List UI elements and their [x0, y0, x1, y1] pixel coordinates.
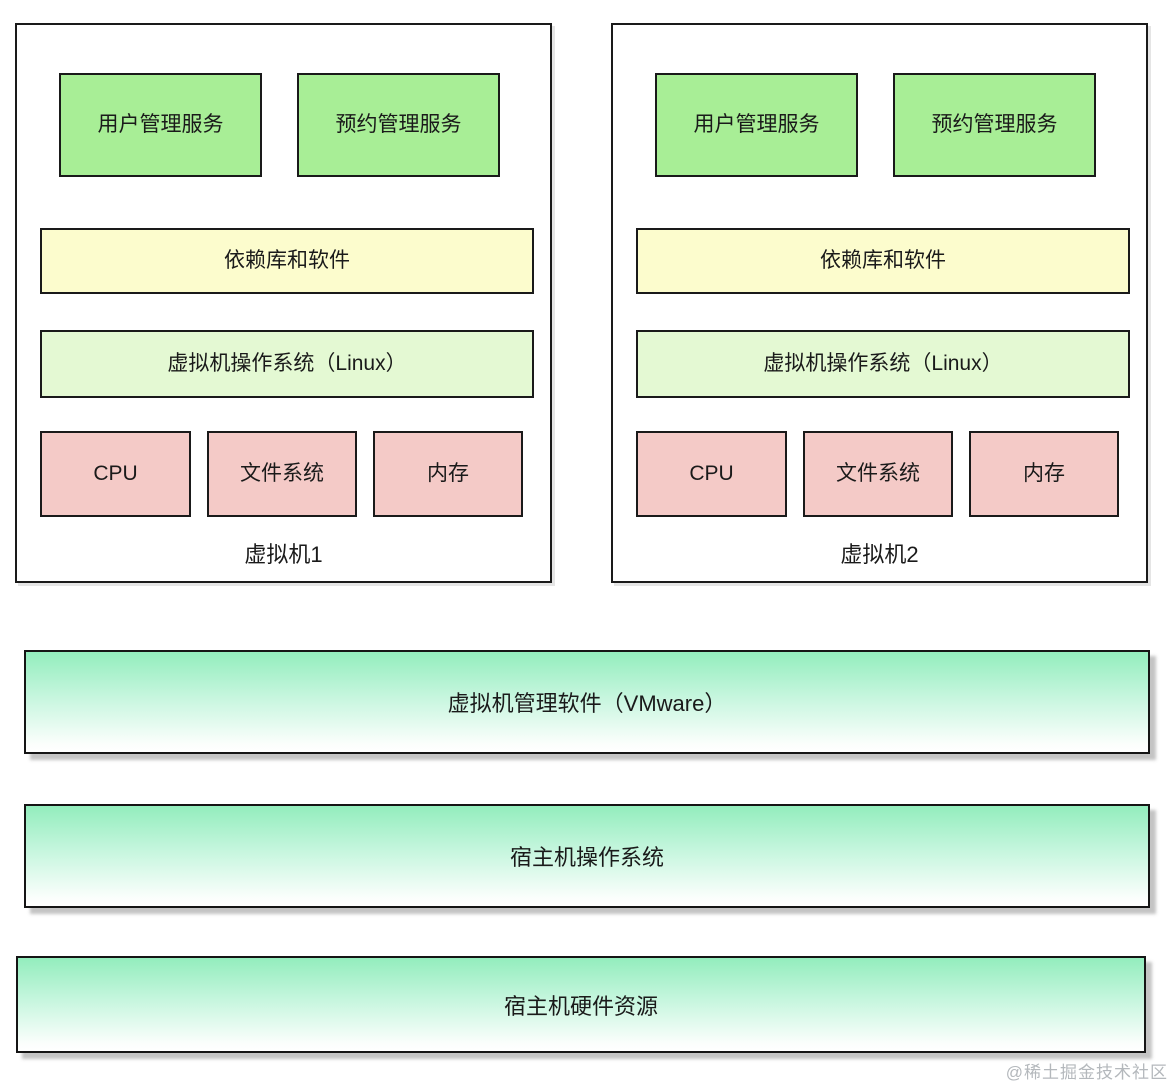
vm1-cpu-label: CPU: [93, 462, 138, 486]
vm1-user-service-label: 用户管理服务: [97, 113, 224, 137]
vm2-memory-box: 内存: [969, 431, 1119, 517]
vm2-memory-label: 内存: [1023, 462, 1065, 486]
host-hardware-layer-box: 宿主机硬件资源: [16, 956, 1146, 1053]
vm1-dependencies-label: 依赖库和软件: [224, 249, 350, 273]
host-os-layer-box: 宿主机操作系统: [24, 804, 1150, 908]
vm2-user-service-label: 用户管理服务: [693, 113, 820, 137]
vm2-cpu-label: CPU: [689, 462, 734, 486]
vm2-cpu-box: CPU: [636, 431, 787, 517]
vm1-cpu-box: CPU: [40, 431, 191, 517]
vm1-title: 虚拟机1: [244, 542, 323, 567]
host-hardware-layer-label: 宿主机硬件资源: [503, 993, 658, 1019]
host-os-layer-label: 宿主机操作系统: [509, 845, 664, 870]
hypervisor-layer-label: 虚拟机管理软件（VMware）: [447, 691, 727, 716]
vm2-filesystem-label: 文件系统: [836, 462, 920, 486]
watermark: @稀土掘金技术社区: [1005, 1063, 1168, 1082]
vm1-booking-service-label: 预约管理服务: [335, 113, 462, 137]
vm2-dependencies-label: 依赖库和软件: [820, 249, 946, 273]
vm1-os-label: 虚拟机操作系统（Linux）: [167, 352, 407, 376]
vm2-user-service-box: 用户管理服务: [655, 73, 858, 177]
vm2-title: 虚拟机2: [840, 542, 919, 567]
vm2-os-box: 虚拟机操作系统（Linux）: [636, 330, 1130, 398]
vm1-memory-label: 内存: [427, 462, 469, 486]
vm1-dependencies-box: 依赖库和软件: [40, 228, 534, 294]
vm1-booking-service-box: 预约管理服务: [297, 73, 500, 177]
vm1-filesystem-label: 文件系统: [240, 462, 324, 486]
hypervisor-layer-box: 虚拟机管理软件（VMware）: [24, 650, 1150, 754]
vm1-memory-box: 内存: [373, 431, 523, 517]
vm1-os-box: 虚拟机操作系统（Linux）: [40, 330, 534, 398]
vm2-box: 用户管理服务 预约管理服务 依赖库和软件 虚拟机操作系统（Linux） CPU …: [611, 23, 1148, 583]
vm2-booking-service-box: 预约管理服务: [893, 73, 1096, 177]
vm2-dependencies-box: 依赖库和软件: [636, 228, 1130, 294]
vm1-filesystem-box: 文件系统: [207, 431, 357, 517]
vm1-user-service-box: 用户管理服务: [59, 73, 262, 177]
vm1-box: 用户管理服务 预约管理服务 依赖库和软件 虚拟机操作系统（Linux） CPU …: [15, 23, 552, 583]
vm2-filesystem-box: 文件系统: [803, 431, 953, 517]
vm2-booking-service-label: 预约管理服务: [931, 113, 1058, 137]
vm2-os-label: 虚拟机操作系统（Linux）: [763, 352, 1003, 376]
